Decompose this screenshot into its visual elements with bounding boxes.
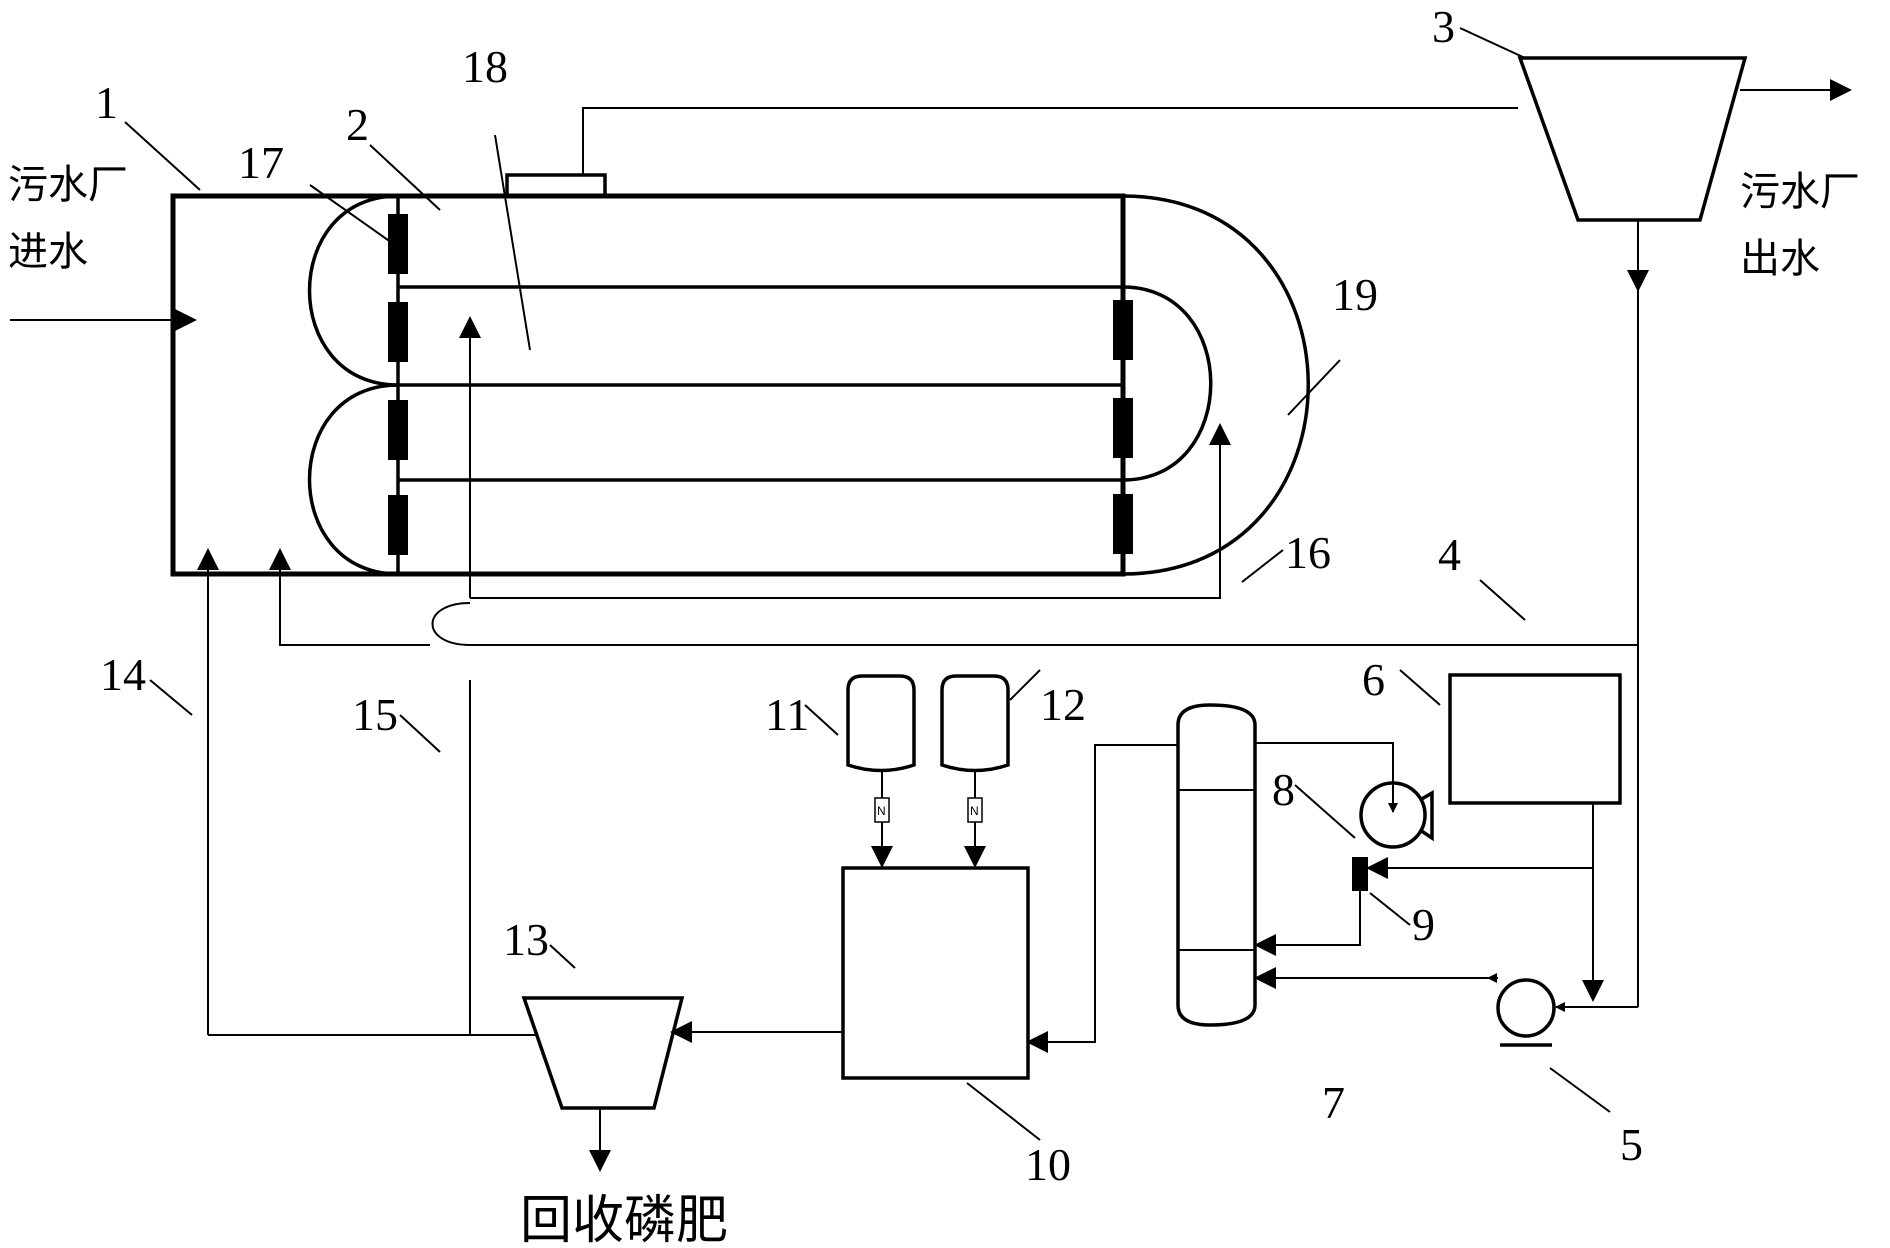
tank-body	[846, 674, 916, 773]
loop-left-lower	[307, 383, 399, 576]
column-to-reactor10-line	[1028, 744, 1178, 1043]
leader-13	[549, 944, 576, 969]
impeller	[388, 214, 408, 274]
number-11: 11	[765, 689, 809, 740]
inlet-label-line2: 进水	[8, 229, 88, 275]
secondary-clarifier	[1517, 56, 1748, 222]
leader-17	[309, 184, 396, 246]
leader-3	[1459, 27, 1526, 59]
leader-4	[1479, 579, 1526, 621]
impeller	[1113, 398, 1133, 458]
column-to-pump8-line	[1255, 742, 1394, 800]
inlet-label-line1: 污水厂	[8, 162, 128, 208]
number-7: 7	[1322, 1077, 1345, 1128]
leader-2	[369, 144, 441, 211]
dosing-valve-12	[967, 797, 983, 823]
dosing-valve-11	[874, 797, 890, 823]
loop-right-inner	[1122, 285, 1213, 482]
recirculation-line-16	[470, 470, 1221, 599]
number-14: 14	[100, 649, 146, 700]
valve9-to-column-line	[1255, 891, 1361, 946]
impeller	[388, 495, 408, 555]
leader-10	[966, 1082, 1041, 1141]
leader-9	[1369, 892, 1411, 926]
return-sludge-riser	[279, 598, 430, 646]
leader-18	[494, 134, 531, 351]
valve-mark: N	[877, 804, 886, 818]
fluidized-column	[1176, 703, 1257, 1027]
number-9: 9	[1412, 899, 1435, 950]
pump-8-outlet	[1419, 789, 1434, 842]
leader-12	[1009, 669, 1041, 701]
impeller	[1113, 300, 1133, 360]
leader-15	[399, 714, 441, 753]
precipitation-reactor	[841, 866, 1030, 1080]
number-13: 13	[503, 914, 549, 965]
number-8: 8	[1272, 764, 1295, 815]
leader-6	[1399, 669, 1441, 706]
reactor-to-clarifier-line	[582, 107, 1518, 175]
number-3: 3	[1432, 1, 1455, 52]
valve-9	[1352, 857, 1368, 891]
leader-8	[1294, 784, 1356, 839]
leader-16	[1241, 549, 1284, 583]
reactor-tank	[170, 173, 1310, 577]
pump-5	[1496, 978, 1556, 1038]
impeller	[1113, 494, 1133, 554]
number-16: 16	[1285, 527, 1331, 578]
outlet-label-line2: 出水	[1740, 236, 1820, 282]
number-6: 6	[1362, 654, 1385, 705]
loop-right-outer	[1122, 194, 1310, 576]
loop-left-upper	[307, 194, 399, 387]
number-19: 19	[1332, 269, 1378, 320]
number-15: 15	[352, 689, 398, 740]
leader-19	[1287, 359, 1341, 416]
number-12: 12	[1040, 679, 1086, 730]
line-crossover	[431, 602, 471, 646]
feed-tank-6	[1448, 673, 1622, 805]
leader-14	[149, 679, 193, 716]
number-18: 18	[462, 41, 508, 92]
product-label: 回收磷肥	[520, 1191, 728, 1248]
leader-1	[124, 121, 201, 191]
leader-lines	[124, 27, 1611, 1141]
valve-mark: N	[970, 804, 979, 818]
chemical-tank-12	[940, 674, 1010, 773]
impeller-group-right	[1113, 300, 1133, 554]
number-10: 10	[1025, 1139, 1071, 1190]
outlet-label-line1: 污水厂	[1740, 169, 1860, 215]
number-17: 17	[238, 137, 284, 188]
impeller	[388, 400, 408, 460]
impeller-group-left	[388, 214, 408, 555]
chemical-tank-11	[846, 674, 916, 773]
tank-body	[940, 674, 1010, 773]
number-4: 4	[1438, 529, 1461, 580]
leader-11	[804, 704, 839, 736]
crystallizer-separator	[521, 996, 685, 1110]
reactor-outlet-weir	[505, 173, 607, 198]
leader-5	[1549, 1067, 1611, 1113]
impeller	[388, 302, 408, 362]
number-1: 1	[95, 77, 118, 128]
number-2: 2	[346, 99, 369, 150]
number-5: 5	[1620, 1119, 1643, 1170]
